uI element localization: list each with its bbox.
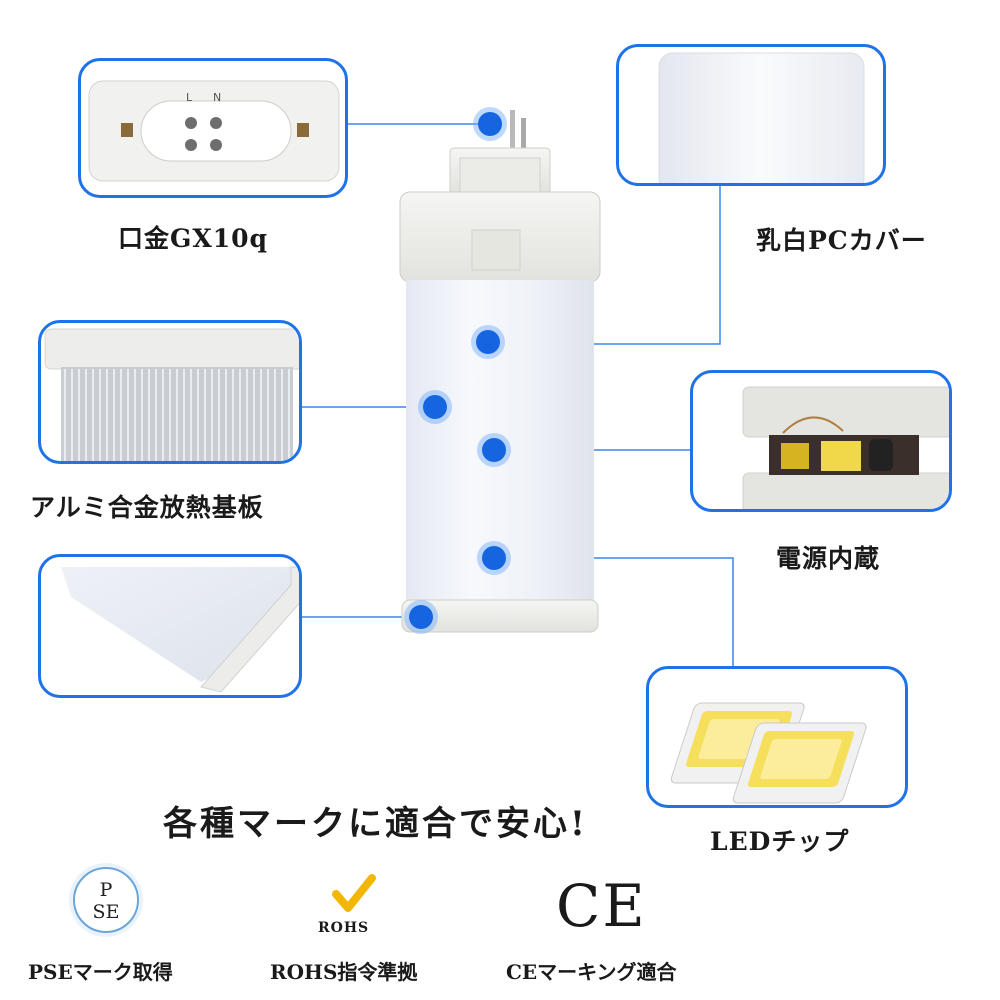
pin-label-n: N xyxy=(213,91,222,104)
base-dot xyxy=(478,112,502,136)
led-callout xyxy=(646,666,908,808)
pin-label-l: L xyxy=(186,91,193,104)
heatsink-callout xyxy=(38,320,302,464)
pse-mark: P SE xyxy=(73,867,139,933)
rohs-mark-text: ROHS xyxy=(318,920,370,936)
pse-label: PSEマーク取得 xyxy=(28,960,173,984)
end-cap-callout xyxy=(38,554,302,698)
rohs-label: ROHS指令準拠 xyxy=(270,960,418,984)
power-dot xyxy=(482,438,506,462)
cover-dot xyxy=(476,330,500,354)
power-label: 電源内蔵 xyxy=(776,544,881,573)
led-label: LEDチップ xyxy=(710,827,850,856)
slogan: 各種マークに適合で安心! xyxy=(163,804,588,844)
heatsink-label: アルミ合金放熱基板 xyxy=(30,493,264,522)
cover-callout xyxy=(616,44,886,186)
pse-mark-bottom: SE xyxy=(92,901,120,923)
ce-mark: CE xyxy=(556,872,647,940)
heatsink-dot xyxy=(423,395,447,419)
pse-mark-top: P xyxy=(99,879,113,901)
base-callout: L N xyxy=(78,58,348,198)
led-dot xyxy=(482,546,506,570)
end-cap-dot xyxy=(409,605,433,629)
rohs-check-icon xyxy=(332,874,376,912)
power-callout xyxy=(690,370,952,512)
ce-label: CEマーキング適合 xyxy=(506,960,677,984)
base-label: 口金GX10q xyxy=(118,224,269,253)
cover-label: 乳白PCカバー xyxy=(756,226,927,255)
